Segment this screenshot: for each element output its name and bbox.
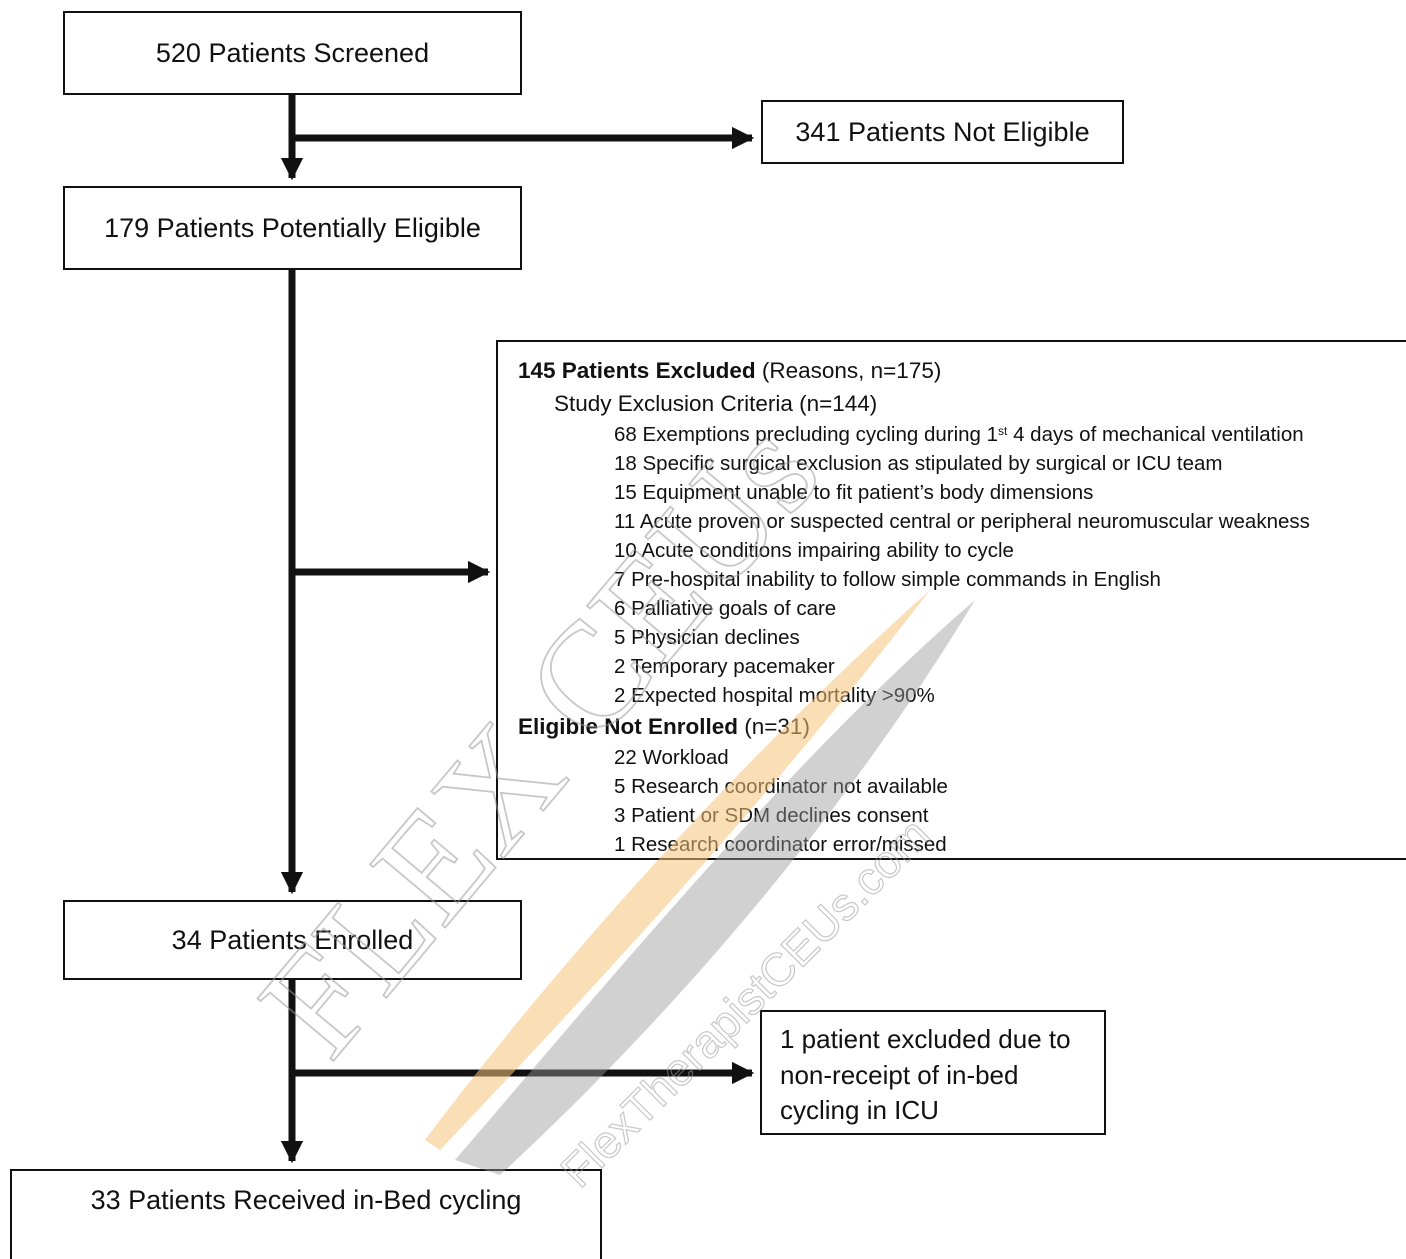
eligible-not-enrolled-rest: (n=31) (738, 714, 810, 739)
label-patients-potentially-eligible: 179 Patients Potentially Eligible (104, 212, 481, 243)
eligible-not-enrolled-heading: Eligible Not Enrolled (n=31) (518, 710, 1406, 743)
label-patients-received-cycling: 33 Patients Received in-Bed cycling (90, 1185, 522, 1215)
label-patients-enrolled: 34 Patients Enrolled (171, 924, 414, 955)
excluded-heading: 145 Patients Excluded (Reasons, n=175) (518, 354, 1406, 387)
exclusion-reason: 2 Expected hospital mortality >90% (614, 684, 935, 707)
label-patients-screened: 520 Patients Screened (155, 37, 430, 68)
exclusion-reason: 7 Pre-hospital inability to follow simpl… (614, 568, 1161, 591)
eligible-not-enrolled-bold: Eligible Not Enrolled (518, 714, 739, 739)
label-patients-not-eligible: 341 Patients Not Eligible (795, 116, 1090, 147)
box-patients-enrolled: 34 Patients Enrolled (63, 900, 522, 980)
box-patients-screened: 520 Patients Screened (63, 11, 522, 95)
exclusion-reason: 6 Palliative goals of care (614, 597, 837, 620)
exclusion-reason: 5 Physician declines (614, 626, 800, 649)
excluded-heading-bold: 145 Patients Excluded (518, 358, 756, 383)
study-exclusion-criteria: Study Exclusion Criteria (n=144) (554, 391, 878, 416)
exclusion-reason: 10 Acute conditions impairing ability to… (614, 539, 1014, 562)
not-enrolled-reason: 3 Patient or SDM declines consent (614, 804, 929, 827)
exclusion-reason: 68 Exemptions precluding cycling during … (518, 420, 1406, 449)
reason-first-post: 4 days of mechanical ventilation (1007, 423, 1304, 446)
not-enrolled-reason: 22 Workload (614, 746, 729, 769)
box-patients-excluded: 145 Patients Excluded (Reasons, n=175) S… (496, 340, 1406, 860)
not-enrolled-reason: 5 Research coordinator not available (614, 775, 948, 798)
reason-first-sup: st (998, 424, 1008, 438)
reason-first-pre: 68 Exemptions precluding cycling during … (614, 423, 999, 446)
exclusion-reason: 18 Specific surgical exclusion as stipul… (614, 452, 1223, 475)
box-patients-not-eligible: 341 Patients Not Eligible (761, 100, 1124, 164)
box-patients-received-cycling: 33 Patients Received in-Bed cycling (10, 1169, 602, 1259)
not-enrolled-reason: 1 Research coordinator error/missed (614, 833, 947, 856)
exclusion-reason: 2 Temporary pacemaker (614, 655, 835, 678)
box-patients-potentially-eligible: 179 Patients Potentially Eligible (63, 186, 522, 270)
excluded-heading-rest: (Reasons, n=175) (755, 358, 942, 383)
box-one-patient-excluded: 1 patient excluded due to non-receipt of… (760, 1010, 1106, 1135)
exclusion-reason: 11 Acute proven or suspected central or … (614, 510, 1310, 533)
exclusion-reason: 15 Equipment unable to fit patient’s bod… (614, 481, 1094, 504)
label-one-patient-excluded: 1 patient excluded due to non-receipt of… (780, 1024, 1071, 1125)
